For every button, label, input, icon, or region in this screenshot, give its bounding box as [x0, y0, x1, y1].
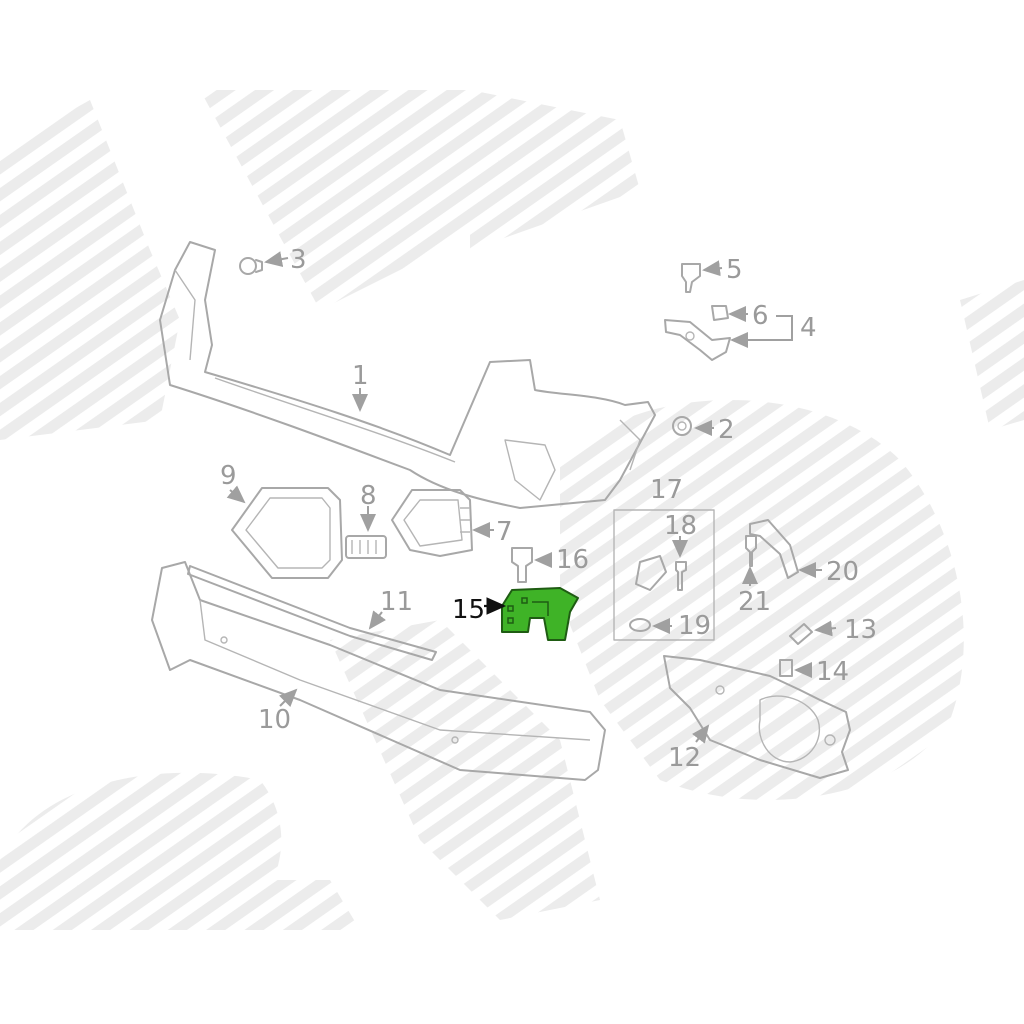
part-17-group — [613, 509, 715, 641]
callout-20: 20 — [826, 557, 859, 587]
part-11-reinforcement — [187, 565, 437, 661]
callout-5: 5 — [726, 255, 743, 285]
callout-3: 3 — [290, 245, 307, 275]
part-10-bumper-beam — [151, 561, 606, 781]
callout-16: 16 — [556, 545, 589, 575]
part-5-bolt — [681, 263, 701, 293]
leader-lines — [226, 251, 837, 744]
part-8-connector — [345, 535, 387, 559]
callout-labels: 3 5 6 4 1 2 9 8 7 17 18 16 20 21 15 11 1… — [220, 245, 877, 773]
callout-10: 10 — [258, 705, 291, 735]
callout-2: 2 — [718, 415, 735, 445]
part-3-bolt — [239, 257, 263, 275]
part-16-bolt — [511, 547, 533, 583]
callout-9: 9 — [220, 461, 237, 491]
callout-1: 1 — [352, 361, 369, 391]
part-2-bolt — [672, 416, 692, 436]
part-20-bracket — [749, 519, 799, 579]
callout-12: 12 — [668, 743, 701, 773]
callout-13: 13 — [844, 615, 877, 645]
part-12-mounting-bracket — [663, 655, 851, 779]
callout-19: 19 — [678, 611, 711, 641]
callout-4: 4 — [800, 313, 817, 343]
callout-15: 15 — [452, 595, 485, 625]
callout-8: 8 — [360, 481, 377, 511]
part-7-fog-lamp — [391, 489, 473, 557]
callout-18: 18 — [664, 511, 697, 541]
callout-21: 21 — [738, 587, 771, 617]
part-15-bracket-highlighted — [501, 587, 579, 641]
part-13-bolt — [789, 623, 813, 645]
part-14-clip — [779, 659, 793, 677]
callout-17: 17 — [650, 475, 683, 505]
callout-14: 14 — [816, 657, 849, 687]
callout-6: 6 — [752, 301, 769, 331]
part-1-bumper-fascia — [159, 241, 656, 509]
part-9-fog-bezel — [231, 487, 343, 579]
watermark — [0, 90, 1024, 930]
part-4-bracket — [664, 319, 731, 361]
callout-7: 7 — [496, 517, 513, 547]
part-6-clip — [711, 305, 729, 321]
callout-11: 11 — [380, 587, 413, 617]
